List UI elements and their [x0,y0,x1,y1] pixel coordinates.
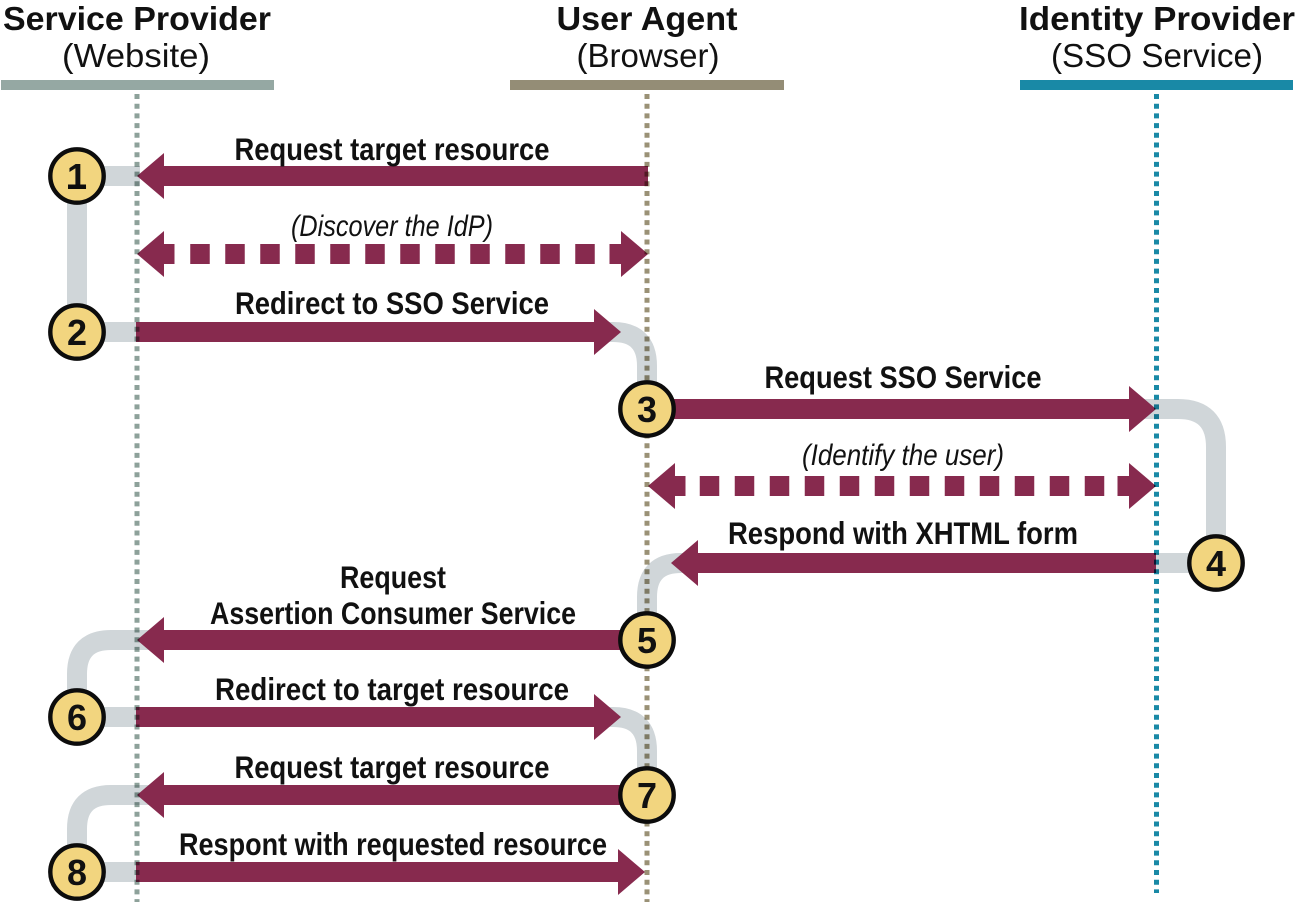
svg-text:Redirect to SSO Service: Redirect to SSO Service [235,285,549,321]
svg-text:3: 3 [637,389,657,430]
svg-text:1: 1 [67,156,87,197]
svg-text:Identity Provider: Identity Provider [1019,0,1295,37]
svg-text:Redirect to target resource: Redirect to target resource [215,671,569,707]
svg-text:(Discover the IdP): (Discover the IdP) [291,210,493,243]
svg-text:(Website): (Website) [62,37,210,74]
svg-text:Request target resource: Request target resource [235,749,550,785]
svg-text:(SSO Service): (SSO Service) [1051,37,1263,74]
svg-text:4: 4 [1206,543,1226,584]
svg-text:Request target resource: Request target resource [235,131,550,167]
svg-text:Service Provider: Service Provider [3,0,271,37]
svg-text:(Identify the user): (Identify the user) [802,439,1004,472]
svg-text:Request SSO Service: Request SSO Service [765,359,1042,395]
svg-text:7: 7 [637,775,657,816]
svg-text:2: 2 [67,312,87,353]
svg-text:User Agent: User Agent [557,0,738,37]
svg-text:Request: Request [340,559,446,595]
svg-text:Respont with requested resourc: Respont with requested resource [179,826,607,862]
svg-text:6: 6 [67,697,87,738]
svg-text:8: 8 [67,852,87,893]
svg-text:(Browser): (Browser) [577,37,720,74]
svg-text:5: 5 [637,620,657,661]
svg-text:Assertion Consumer Service: Assertion Consumer Service [210,595,576,631]
svg-text:Respond with XHTML form: Respond with XHTML form [728,515,1078,551]
